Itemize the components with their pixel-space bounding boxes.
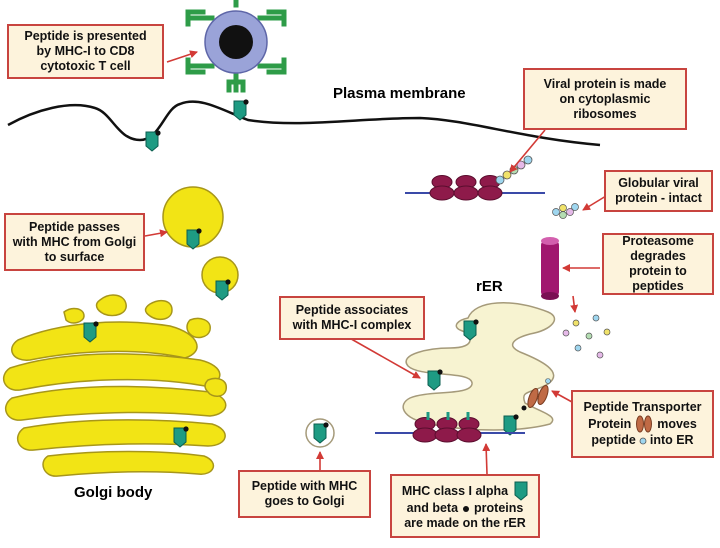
beta-dot-icon [463, 505, 470, 512]
globular-protein-icon [552, 203, 579, 219]
transporter-line3: peptide into ER [591, 433, 693, 448]
vesicle-icon [201, 256, 239, 301]
golgi-icon [2, 294, 227, 477]
callout-peptide-presented: Peptide is presented by MHC-I to CD8 cyt… [7, 24, 164, 79]
mhc-box-line2b-text: proteins [474, 501, 524, 515]
vesicle-icon [162, 186, 224, 250]
mhc-molecule-icon [233, 98, 250, 121]
mhc-box-line1-text: MHC class I alpha [401, 483, 509, 498]
transporter-word-moves: moves [657, 416, 697, 431]
ribosome-icon [429, 175, 503, 201]
mhc-molecule-icon [145, 129, 162, 152]
plasma-membrane-label: Plasma membrane [333, 85, 466, 102]
rer-label: rER [476, 278, 503, 295]
vesicle-icon [305, 418, 335, 448]
mhc-box-line3: are made on the rER [404, 516, 526, 530]
plasma-membrane-line [7, 100, 601, 147]
mhc-molecule-icon [427, 368, 444, 391]
nascent-chains [426, 412, 470, 420]
growing-peptide-chain [495, 155, 533, 185]
transporter-title: Peptide Transporter [583, 400, 702, 414]
callout-viral-protein-made: Viral protein is made on cytoplasmic rib… [523, 68, 687, 130]
peptide-dot-icon [639, 437, 647, 444]
transporter-line2: Protein moves [588, 415, 697, 433]
transporter-word-peptide: peptide [591, 433, 636, 447]
callout-peptide-associates: Peptide associates with MHC-I complex [279, 296, 425, 340]
callout-globular-viral-protein: Globular viral protein - intact [604, 170, 713, 212]
mhc-box-line2a-text: and beta [406, 501, 459, 515]
mhc-molecule-icon [503, 413, 520, 436]
golgi-body-label: Golgi body [74, 484, 153, 501]
peptide-transporter-icon [521, 378, 551, 411]
rer-icon [402, 302, 556, 431]
peptide-fragments [562, 314, 611, 359]
callout-peptide-passes-golgi: Peptide passes with MHC from Golgi to su… [4, 213, 145, 271]
pointer-arrows [144, 50, 607, 475]
mhc-molecule-icon [514, 481, 528, 501]
callout-peptide-transporter: Peptide Transporter Protein moves peptid… [571, 390, 714, 458]
t-cell-icon [185, 0, 287, 93]
rer-ribosomes [412, 417, 482, 443]
proteasome-icon [541, 237, 559, 300]
callout-peptide-goes-golgi: Peptide with MHC goes to Golgi [238, 470, 371, 518]
mhc-box-line1: MHC class I alpha [402, 481, 528, 501]
transporter-word-protein: Protein [588, 416, 632, 431]
callout-mhc-alpha-beta: MHC class I alpha and beta proteins are … [390, 474, 540, 538]
mhc-box-line2: and beta proteins [407, 501, 524, 516]
callout-proteasome-degrades: Proteasome degrades protein to peptides [602, 233, 714, 295]
transporter-word-into-er: into ER [649, 433, 694, 447]
transporter-glyph-icon [636, 415, 653, 433]
